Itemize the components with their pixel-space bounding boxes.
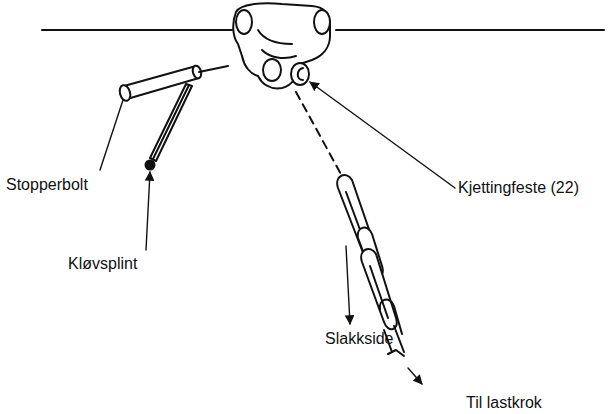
rail-line [336, 29, 604, 31]
body-contour [258, 30, 292, 44]
part-label: Kløvsplint [68, 255, 137, 273]
trolley-wheel [314, 10, 330, 34]
chain-link [361, 249, 397, 329]
part-label: Slakkside [325, 330, 393, 348]
bolt-head [118, 84, 132, 102]
body-contour [262, 50, 296, 58]
leader-line [310, 82, 455, 188]
part-label: Til lastkrok [466, 394, 542, 412]
part-label: Kjettingfeste (22) [458, 179, 579, 197]
leader-line [100, 100, 123, 170]
direction-arrow [408, 368, 422, 384]
rail-line [42, 29, 232, 31]
anchor-lug [263, 59, 281, 81]
bolt-axis [199, 66, 228, 72]
chain-anchor-hole [298, 68, 303, 80]
leader-line [346, 246, 350, 324]
chain-link [380, 300, 402, 334]
trolley-body [233, 3, 330, 88]
trolley-wheel [236, 10, 252, 34]
cotter-pin [150, 84, 192, 161]
cotter-eye [146, 161, 155, 170]
chain-anchor [291, 63, 309, 85]
part-label: Stopperbolt [6, 176, 88, 194]
cotter-split [153, 85, 189, 159]
leader-line [146, 172, 150, 250]
chain-link [370, 266, 388, 318]
chain-break [388, 350, 404, 356]
chain-run [296, 92, 342, 176]
